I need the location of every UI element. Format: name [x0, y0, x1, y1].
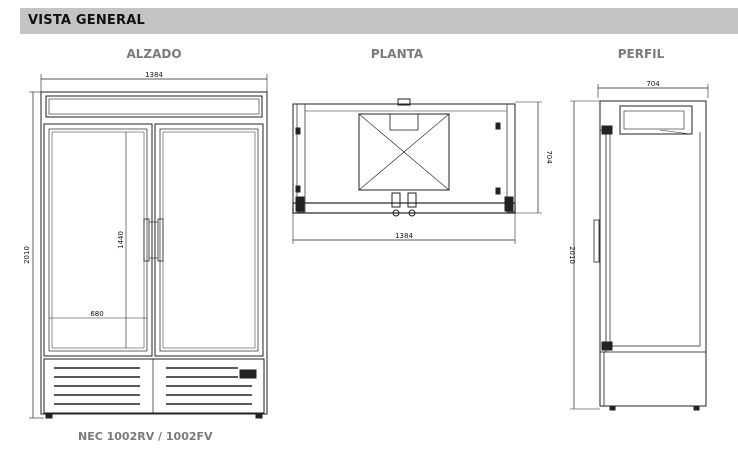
- dim-planta-width: 1384: [395, 232, 413, 240]
- dim-perfil-depth: 704: [646, 80, 660, 88]
- front-elevation: [29, 74, 268, 419]
- dim-alzado-width: 1384: [145, 71, 163, 79]
- dim-perfil-height: 2010: [568, 246, 576, 264]
- section-title: VISTA GENERAL: [28, 13, 145, 28]
- dim-alzado-height: 2010: [23, 246, 31, 264]
- top-view: [292, 98, 542, 244]
- view-label-planta: PLANTA: [370, 47, 424, 61]
- dim-alzado-door-height: 1440: [117, 231, 125, 249]
- side-view: [570, 84, 709, 411]
- view-label-alzado: ALZADO: [126, 47, 182, 61]
- view-label-perfil: PERFIL: [617, 47, 665, 61]
- model-label: NEC 1002RV / 1002FV: [78, 430, 213, 443]
- section-header: VISTA GENERAL: [20, 8, 738, 34]
- dim-alzado-door-width: 680: [90, 310, 103, 318]
- dim-planta-depth: 704: [545, 150, 553, 164]
